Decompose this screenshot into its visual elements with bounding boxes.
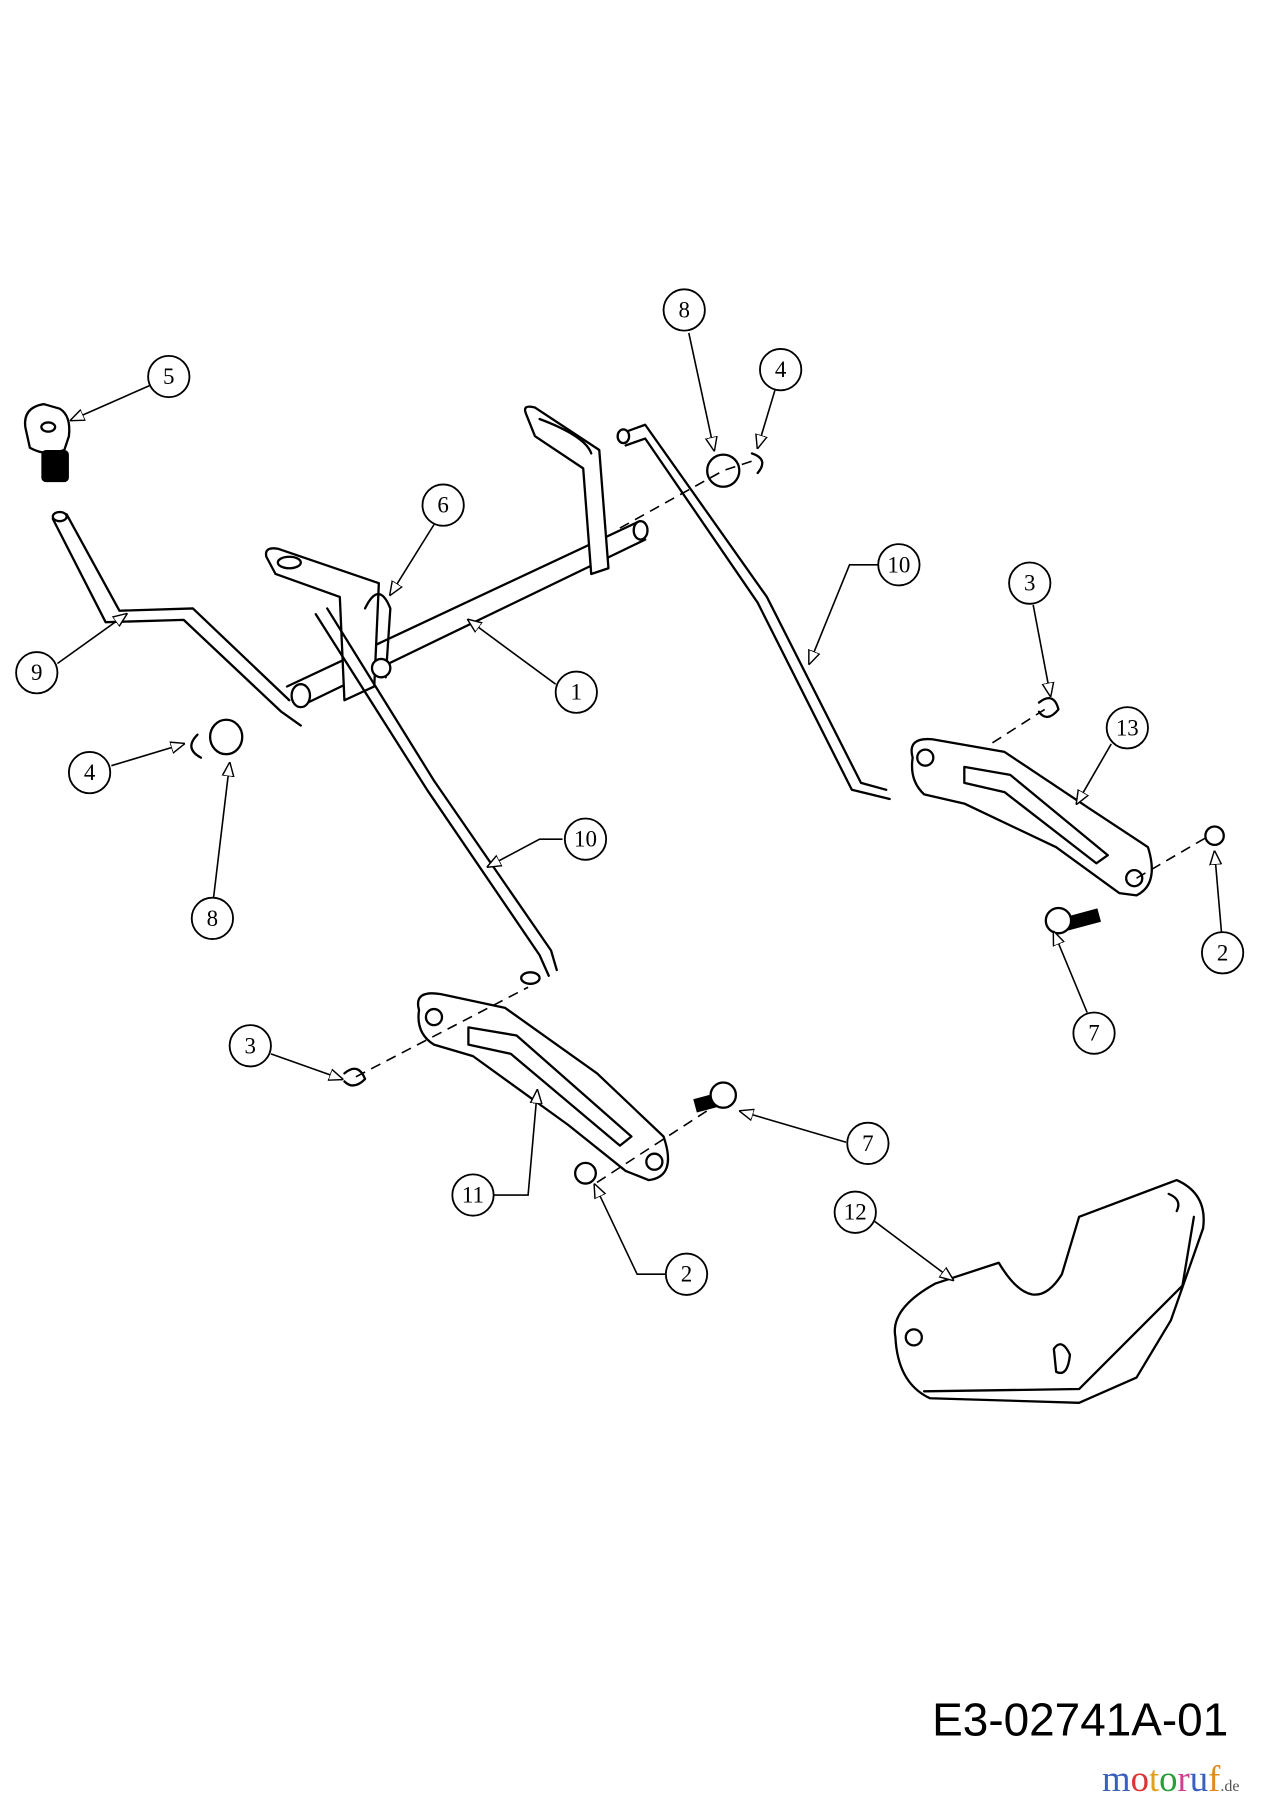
e-ring-part-4-upper [750,452,764,475]
hairpin-part-3-left [343,1067,367,1087]
callout-4-upper: 4 [759,348,803,392]
svg-text:7: 7 [1088,1021,1099,1046]
svg-text:4: 4 [775,357,787,382]
callout-10-lower: 10 [563,817,608,861]
svg-text:8: 8 [207,906,218,931]
callout-4-lower: 4 [67,750,112,795]
callout-8-upper: 8 [662,288,706,332]
svg-text:10: 10 [574,827,597,852]
watermark-logo: motoruf.de [1102,1758,1240,1799]
e-ring-part-4-lower [190,733,203,759]
callout-10-upper: 10 [877,543,921,587]
svg-text:7: 7 [862,1131,873,1156]
lift-arm-part-11 [416,992,670,1182]
lift-handle-part-9 [51,510,302,727]
svg-text:10: 10 [887,552,910,577]
nut-part-2-left [574,1161,597,1185]
lift-shaft-part-1 [264,405,649,709]
callout-7-right: 7 [1072,1011,1116,1055]
bolt-part-7-left [693,1081,738,1113]
bolt-part-7-right [1044,906,1101,935]
svg-text:3: 3 [245,1033,256,1058]
knob-part-5 [23,402,71,483]
svg-text:1: 1 [571,680,582,705]
svg-text:2: 2 [681,1262,692,1287]
svg-text:6: 6 [437,493,448,518]
drawing-code: E3-02741A-01 [932,1694,1228,1746]
svg-text:2: 2 [1217,940,1228,965]
callout-5: 5 [147,354,191,399]
leader-lines [56,332,1221,1280]
lift-link-part-10-right [616,423,891,801]
svg-text:13: 13 [1116,715,1139,740]
callout-6: 6 [421,483,465,527]
nut-part-2-right [1204,825,1225,847]
flange-nut-part-8-upper [706,453,741,488]
svg-text:12: 12 [844,1200,867,1225]
svg-text:5: 5 [163,364,174,389]
callout-7-left: 7 [846,1121,890,1165]
svg-text:4: 4 [84,760,96,785]
callout-2-right: 2 [1201,931,1245,975]
cover-plate-part-12 [893,1178,1205,1404]
callout-13: 13 [1105,706,1149,750]
flange-nut-part-8-lower [208,718,244,756]
callout-3-right: 3 [1008,561,1052,605]
callout-2-left: 2 [664,1252,709,1296]
hairpin-part-3-right [1037,697,1060,719]
svg-text:motoruf.de: motoruf.de [1102,1758,1240,1799]
callout-1: 1 [554,670,598,714]
svg-text:11: 11 [462,1183,484,1208]
svg-text:8: 8 [678,297,689,322]
lift-arm-part-13 [910,737,1153,897]
callout-3-left: 3 [228,1024,272,1068]
callout-12: 12 [833,1190,877,1234]
callout-11: 11 [451,1173,495,1217]
callout-9: 9 [15,651,59,695]
svg-text:3: 3 [1024,571,1035,596]
svg-text:9: 9 [31,660,42,685]
callout-8-lower: 8 [190,896,234,940]
